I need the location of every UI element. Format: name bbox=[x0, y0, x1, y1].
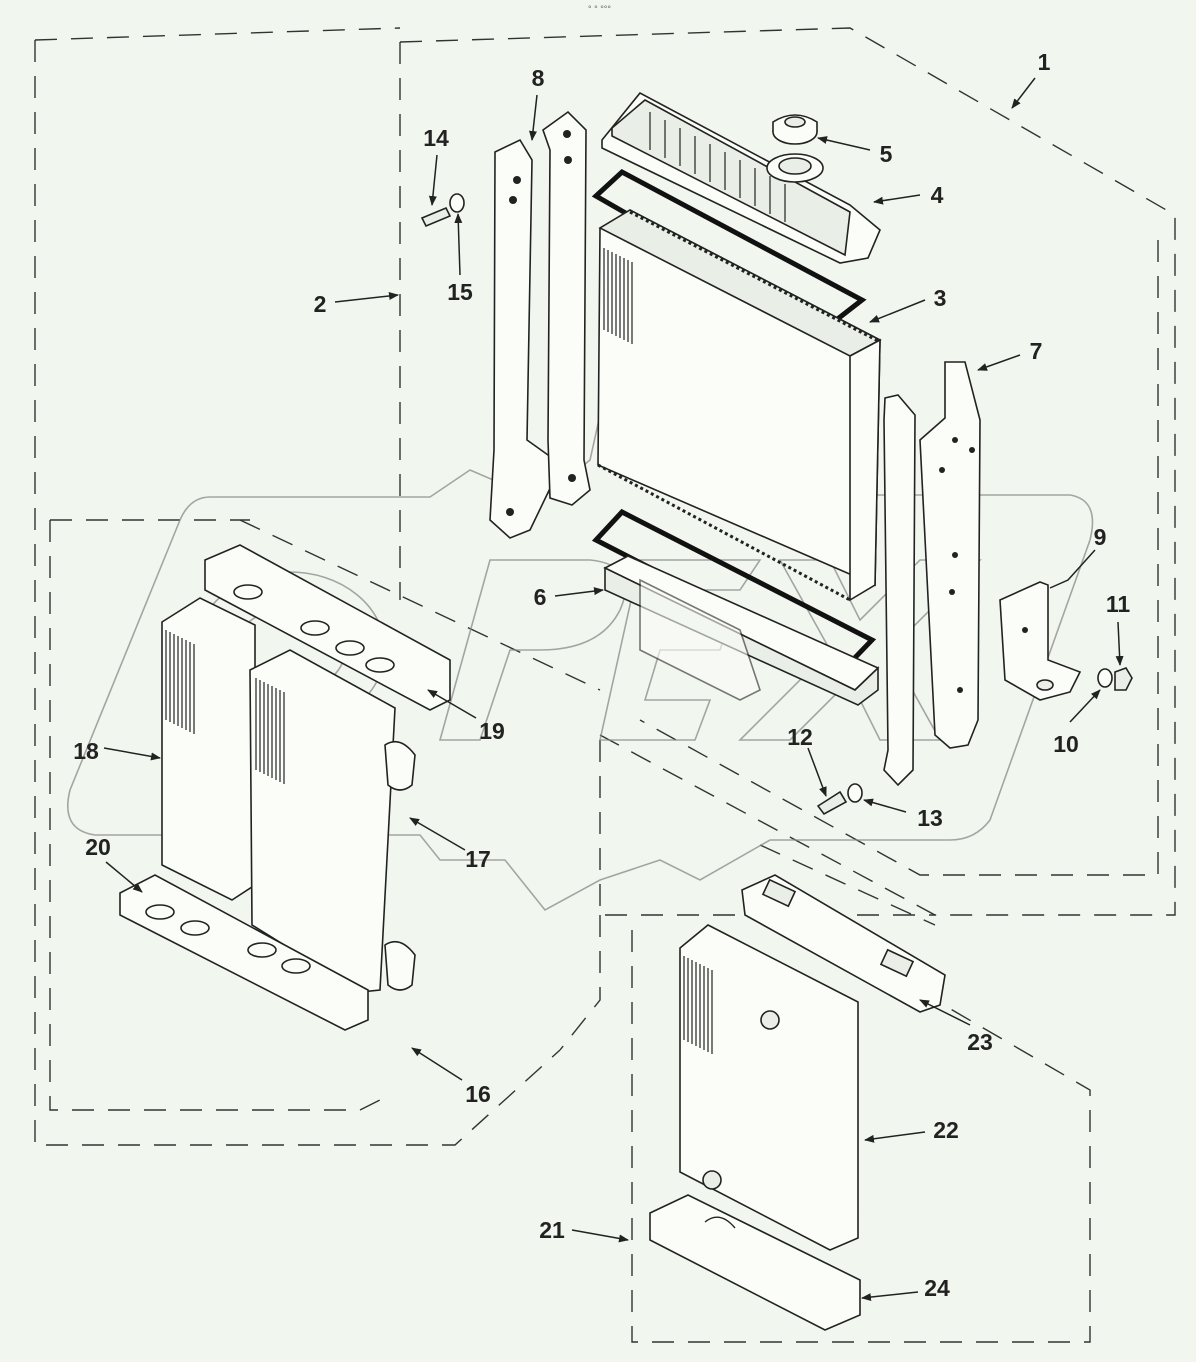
callout-7: 7 bbox=[1030, 338, 1043, 364]
nut-11 bbox=[1114, 667, 1133, 691]
callout-18: 18 bbox=[73, 738, 99, 764]
leader-lines bbox=[103, 77, 1124, 1302]
radiator-cap bbox=[772, 114, 818, 145]
bolt-12 bbox=[816, 790, 848, 816]
callout-labels: 1 2 3 4 5 6 7 8 9 10 11 12 13 14 15 16 1… bbox=[73, 49, 1130, 1301]
washer-15 bbox=[449, 193, 465, 213]
bracket-right bbox=[883, 361, 981, 787]
callout-3: 3 bbox=[934, 285, 947, 311]
washer-10 bbox=[1097, 668, 1113, 688]
callout-22: 22 bbox=[933, 1117, 959, 1143]
callout-9: 9 bbox=[1094, 524, 1107, 550]
callout-14: 14 bbox=[423, 125, 449, 151]
callout-12: 12 bbox=[787, 724, 813, 750]
callout-1: 1 bbox=[1038, 49, 1051, 75]
callout-20: 20 bbox=[85, 834, 111, 860]
oil-cooler-group bbox=[119, 544, 451, 1031]
header-text: ° ° °°° bbox=[588, 4, 611, 14]
callout-6: 6 bbox=[534, 584, 547, 610]
callout-4: 4 bbox=[931, 182, 944, 208]
boundary-assembly-16 bbox=[34, 40, 561, 1146]
callout-13: 13 bbox=[917, 805, 943, 831]
callout-15: 15 bbox=[447, 279, 473, 305]
callout-17: 17 bbox=[465, 846, 491, 872]
radiator-core bbox=[597, 209, 882, 602]
callout-11: 11 bbox=[1106, 591, 1131, 617]
bottom-tank bbox=[603, 555, 880, 706]
callout-19: 19 bbox=[479, 718, 505, 744]
callout-8: 8 bbox=[532, 65, 545, 91]
bolt-14 bbox=[420, 206, 452, 228]
top-tank bbox=[601, 91, 881, 264]
angle-bracket bbox=[999, 581, 1082, 701]
callout-2: 2 bbox=[314, 291, 327, 317]
callout-10: 10 bbox=[1053, 731, 1079, 757]
bracket-left bbox=[489, 110, 591, 539]
washer-13 bbox=[847, 783, 863, 803]
callout-16: 16 bbox=[465, 1081, 491, 1107]
boundary-assembly-21 bbox=[631, 930, 1091, 1343]
callout-21: 21 bbox=[539, 1217, 565, 1243]
callout-24: 24 bbox=[924, 1275, 950, 1301]
callout-23: 23 bbox=[967, 1029, 993, 1055]
callout-5: 5 bbox=[880, 141, 893, 167]
boundary-assembly-1 bbox=[399, 27, 1176, 916]
condenser-group bbox=[649, 874, 946, 1331]
